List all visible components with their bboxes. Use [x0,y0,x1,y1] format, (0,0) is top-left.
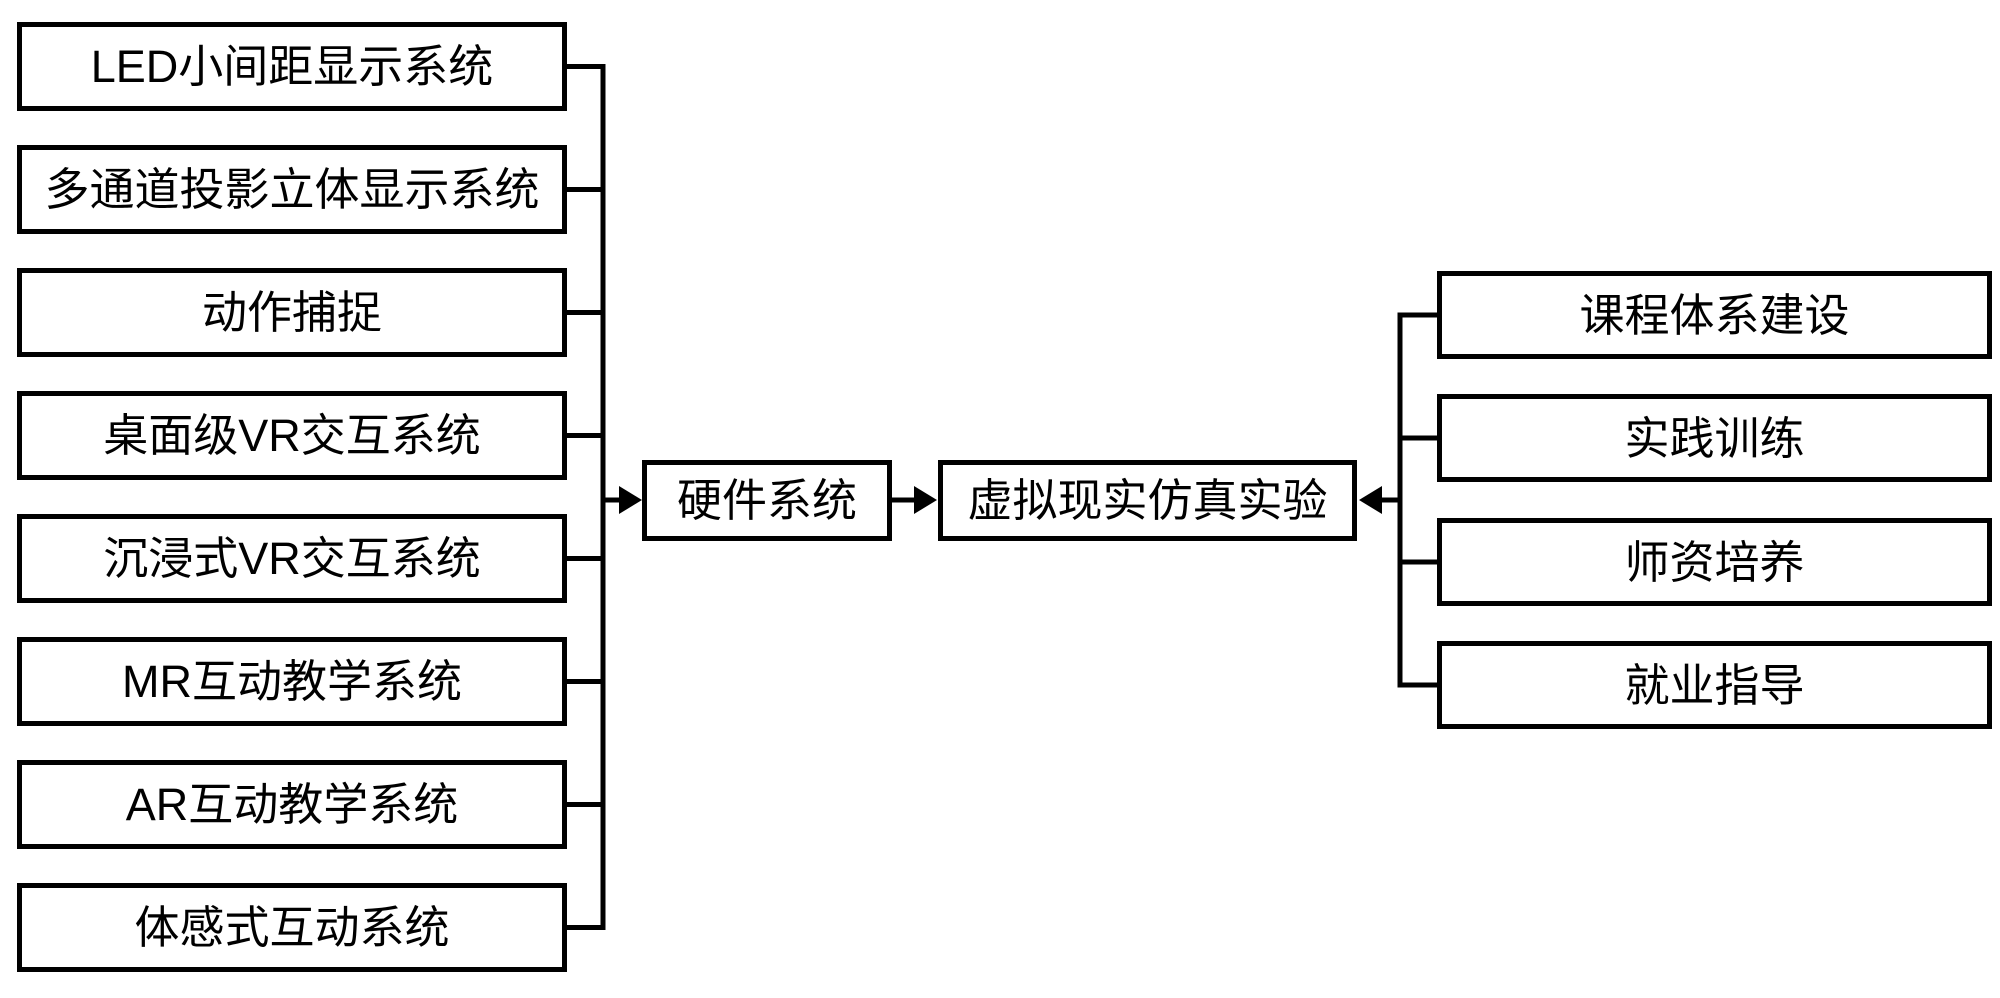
left-box-mr-interactive-teaching: MR互动教学系统 [17,637,567,726]
left-box-ar-interactive-teaching: AR互动教学系统 [17,760,567,849]
left-box-immersive-vr-interaction: 沉浸式VR交互系统 [17,514,567,603]
right-box-practical-training: 实践训练 [1437,394,1992,482]
right-box-career-guidance: 就业指导 [1437,641,1992,729]
left-box-multichannel-projection: 多通道投影立体显示系统 [17,145,567,234]
right-box-teacher-development: 师资培养 [1437,518,1992,606]
left-box-led-display-system: LED小间距显示系统 [17,22,567,111]
right-box-curriculum-system: 课程体系建设 [1437,271,1992,359]
center-box-vr-simulation-lab: 虚拟现实仿真实验 [938,460,1357,541]
arrow-bus-to-main-head [1359,486,1382,514]
center-box-hardware-system: 硬件系统 [642,460,892,541]
left-box-motion-capture: 动作捕捉 [17,268,567,357]
arrow-hardware-to-main-head [914,486,937,514]
arrow-bus-to-hardware-head [619,486,642,514]
left-box-desktop-vr-interaction: 桌面级VR交互系统 [17,391,567,480]
left-box-somatosensory-interaction: 体感式互动系统 [17,883,567,972]
